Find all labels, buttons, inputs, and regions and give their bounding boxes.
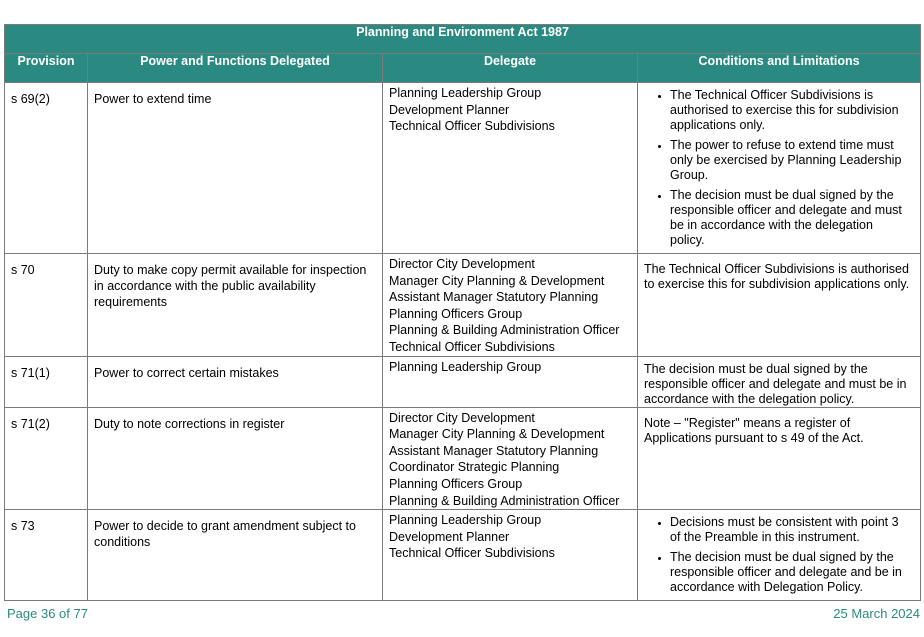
conditions-cell: The decision must be dual signed by the … <box>636 355 922 408</box>
table-row: s 69(2) Power to extend time Planning Le… <box>4 82 922 254</box>
condition-item: The Technical Officer Subdivisions is au… <box>670 88 910 133</box>
document-date: 25 March 2024 <box>833 606 920 621</box>
power-cell: Power to decide to grant amendment subje… <box>87 509 383 602</box>
condition-item: The decision must be dual signed by the … <box>670 188 910 248</box>
delegate-item: Technical Officer Subdivisions <box>389 119 555 134</box>
delegate-cell: Director City Development Manager City P… <box>382 253 638 357</box>
table-row: s 71(1) Power to correct certain mistake… <box>4 355 922 408</box>
delegate-cell: Planning Leadership Group Development Pl… <box>382 82 638 254</box>
delegate-item: Director City Development <box>389 257 535 271</box>
delegate-item: Planning Officers Group <box>389 476 523 491</box>
condition-item: The decision must be dual signed by the … <box>670 550 910 595</box>
provision-text: s 71(2) <box>11 416 50 431</box>
delegate-item: Planning Officers Group <box>389 306 523 321</box>
power-text: Duty to make copy permit available for i… <box>94 263 367 309</box>
delegation-table: Planning and Environment Act 1987 Provis… <box>3 24 922 602</box>
header-provision: Provision <box>4 53 88 83</box>
delegate-item: Development Planner <box>389 529 510 544</box>
power-cell: Duty to make copy permit available for i… <box>87 253 383 357</box>
table-row: s 70 Duty to make copy permit available … <box>4 253 922 357</box>
page-number: Page 36 of 77 <box>7 606 88 621</box>
condition-text: The decision must be dual signed by the … <box>644 361 907 406</box>
condition-item: Decisions must be consistent with point … <box>670 515 910 545</box>
table-title: Planning and Environment Act 1987 <box>3 24 922 54</box>
delegate-item: Development Planner <box>389 102 510 117</box>
delegate-item: Assistant Manager Statutory Planning <box>389 290 599 305</box>
condition-text: The Technical Officer Subdivisions is au… <box>644 262 910 291</box>
delegate-item: Planning Leadership Group <box>389 86 542 100</box>
delegate-item: Technical Officer Subdivisions <box>389 546 555 561</box>
table-title-row: Planning and Environment Act 1987 <box>3 24 922 54</box>
power-text: Power to correct certain mistakes <box>94 365 279 380</box>
provision-cell: s 69(2) <box>4 82 88 254</box>
provision-cell: s 71(2) <box>4 406 88 511</box>
delegate-item: Planning & Building Administration Offic… <box>389 493 620 508</box>
provision-text: s 70 <box>11 263 35 277</box>
power-text: Power to decide to grant amendment subje… <box>94 519 356 550</box>
conditions-list: Decisions must be consistent with point … <box>644 515 914 595</box>
conditions-cell: Note – "Register" means a register of Ap… <box>636 406 922 511</box>
power-cell: Duty to note corrections in register <box>87 406 383 511</box>
delegate-item: Planning & Building Administration Offic… <box>389 323 620 338</box>
conditions-list: The Technical Officer Subdivisions is au… <box>644 88 914 248</box>
provision-text: s 73 <box>11 519 35 534</box>
delegate-item: Manager City Planning & Development <box>389 427 605 442</box>
delegate-item: Coordinator Strategic Planning <box>389 460 560 475</box>
conditions-cell: Decisions must be consistent with point … <box>636 509 922 602</box>
power-text: Duty to note corrections in register <box>94 416 285 431</box>
provision-text: s 71(1) <box>11 365 50 380</box>
delegate-cell: Director City Development Manager City P… <box>382 406 638 511</box>
conditions-cell: The Technical Officer Subdivisions is au… <box>636 253 922 357</box>
delegate-item: Planning Leadership Group <box>389 513 542 528</box>
delegate-item: Planning Leadership Group <box>389 359 542 374</box>
delegate-item: Technical Officer Subdivisions <box>389 339 555 354</box>
delegate-cell: Planning Leadership Group <box>382 355 638 408</box>
header-power: Power and Functions Delegated <box>87 53 383 83</box>
delegate-item: Director City Development <box>389 410 535 425</box>
power-text: Power to extend time <box>94 92 212 106</box>
header-delegate: Delegate <box>382 53 638 83</box>
delegate-item: Assistant Manager Statutory Planning <box>389 443 599 458</box>
provision-cell: s 71(1) <box>4 355 88 408</box>
header-conditions: Conditions and Limitations <box>636 53 922 83</box>
condition-text: Note – "Register" means a register of Ap… <box>644 415 864 445</box>
table-header-row: Provision Power and Functions Delegated … <box>4 53 922 83</box>
table-row: s 73 Power to decide to grant amendment … <box>4 509 922 602</box>
conditions-cell: The Technical Officer Subdivisions is au… <box>636 82 922 254</box>
condition-item: The power to refuse to extend time must … <box>670 138 910 183</box>
table-row: s 71(2) Duty to note corrections in regi… <box>4 406 922 511</box>
provision-text: s 69(2) <box>11 92 50 106</box>
provision-cell: s 73 <box>4 509 88 602</box>
delegate-cell: Planning Leadership Group Development Pl… <box>382 509 638 602</box>
power-cell: Power to correct certain mistakes <box>87 355 383 408</box>
delegate-item: Manager City Planning & Development <box>389 273 605 288</box>
power-cell: Power to extend time <box>87 82 383 254</box>
provision-cell: s 70 <box>4 253 88 357</box>
